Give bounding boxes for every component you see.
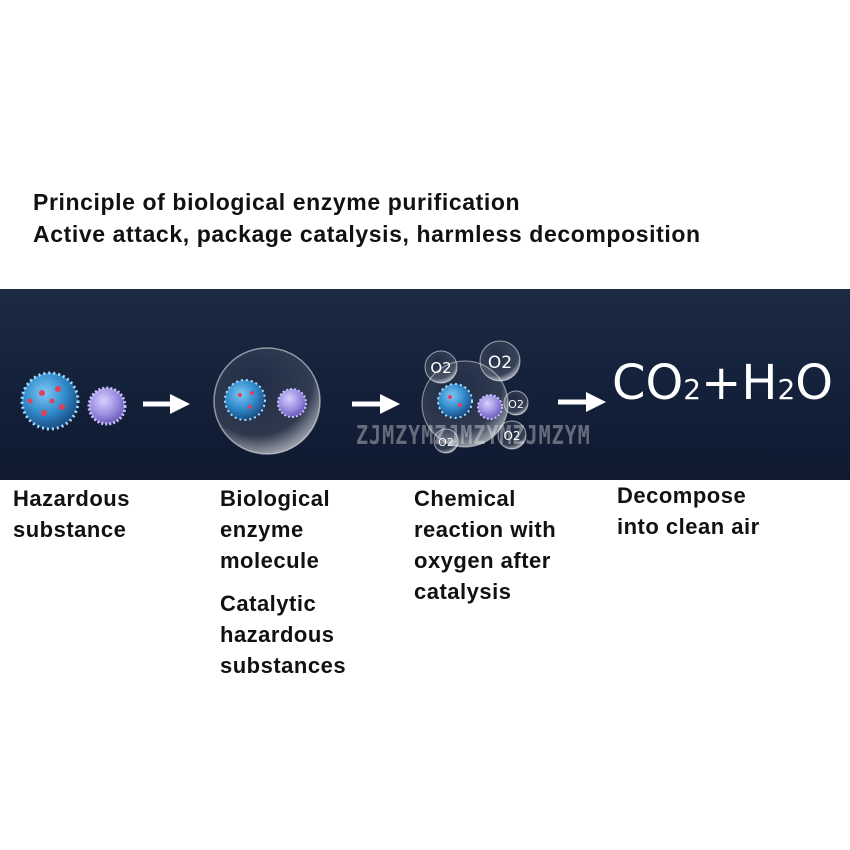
formula-co: CO	[612, 355, 684, 411]
oxygen-label-4: O2	[503, 429, 520, 443]
formula-h-sub: 2	[777, 373, 796, 406]
step-label: catalysis	[414, 579, 512, 604]
process-diagram: O2 O2 O2 O2 O2 CO2+H2O ZJMZYMZJMZYMZJMZY…	[0, 289, 850, 480]
oxygen-bubble-3	[503, 390, 529, 416]
step-note: Catalytic	[220, 591, 317, 616]
formula-co-sub: 2	[683, 373, 702, 406]
step-decompose: Decompose into clean air	[617, 480, 760, 542]
process-illustration: O2 O2 O2 O2 O2	[20, 340, 606, 455]
step-label: substance	[13, 517, 127, 542]
oxygen-label-1: O2	[430, 359, 451, 377]
watermark: ZJMZYMZJMZYMZJMZYM	[356, 419, 591, 451]
step-label: reaction with	[414, 517, 557, 542]
oxygen-bubble-4	[497, 420, 527, 450]
formula-plus: +	[701, 355, 742, 411]
step-chemical-reaction: Chemical reaction with oxygen after cata…	[414, 483, 556, 607]
step-label: Hazardous	[13, 486, 130, 511]
step-hazardous-substance: Hazardous substance	[13, 483, 130, 545]
heading-subtitle: Active attack, package catalysis, harmle…	[33, 221, 701, 247]
oxygen-bubbles: O2 O2 O2 O2 O2	[424, 340, 529, 454]
step-label: molecule	[220, 548, 320, 573]
oxygen-bubble-1	[424, 350, 458, 384]
step-label: oxygen after	[414, 548, 551, 573]
oxygen-bubble-2	[479, 340, 521, 382]
formula-o: O	[795, 355, 834, 411]
step-label: Biological	[220, 486, 331, 511]
enzyme-molecule-icon	[87, 386, 127, 426]
heading-title: Principle of biological enzyme purificat…	[33, 189, 521, 215]
step-label: enzyme	[220, 517, 304, 542]
formula-h: H	[741, 355, 778, 411]
step-label: Chemical	[414, 486, 516, 511]
heading: Principle of biological enzyme purificat…	[33, 186, 701, 250]
step-note: substances	[220, 653, 347, 678]
oxygen-label-2: O2	[488, 353, 512, 373]
step-label: Decompose	[617, 483, 747, 508]
oxygen-label-3: O2	[508, 398, 524, 411]
enzyme-bubble-icon	[213, 347, 321, 455]
step-label: into clean air	[617, 514, 760, 539]
step-note: hazardous	[220, 622, 335, 647]
step-biological-enzyme: Biological enzyme molecule Catalytic haz…	[220, 483, 346, 681]
oxygen-bubble-5	[433, 428, 459, 454]
oxygen-label-5: O2	[438, 436, 454, 449]
result-formula: CO2+H2O	[612, 355, 833, 411]
hazardous-virus-icon	[20, 371, 80, 431]
